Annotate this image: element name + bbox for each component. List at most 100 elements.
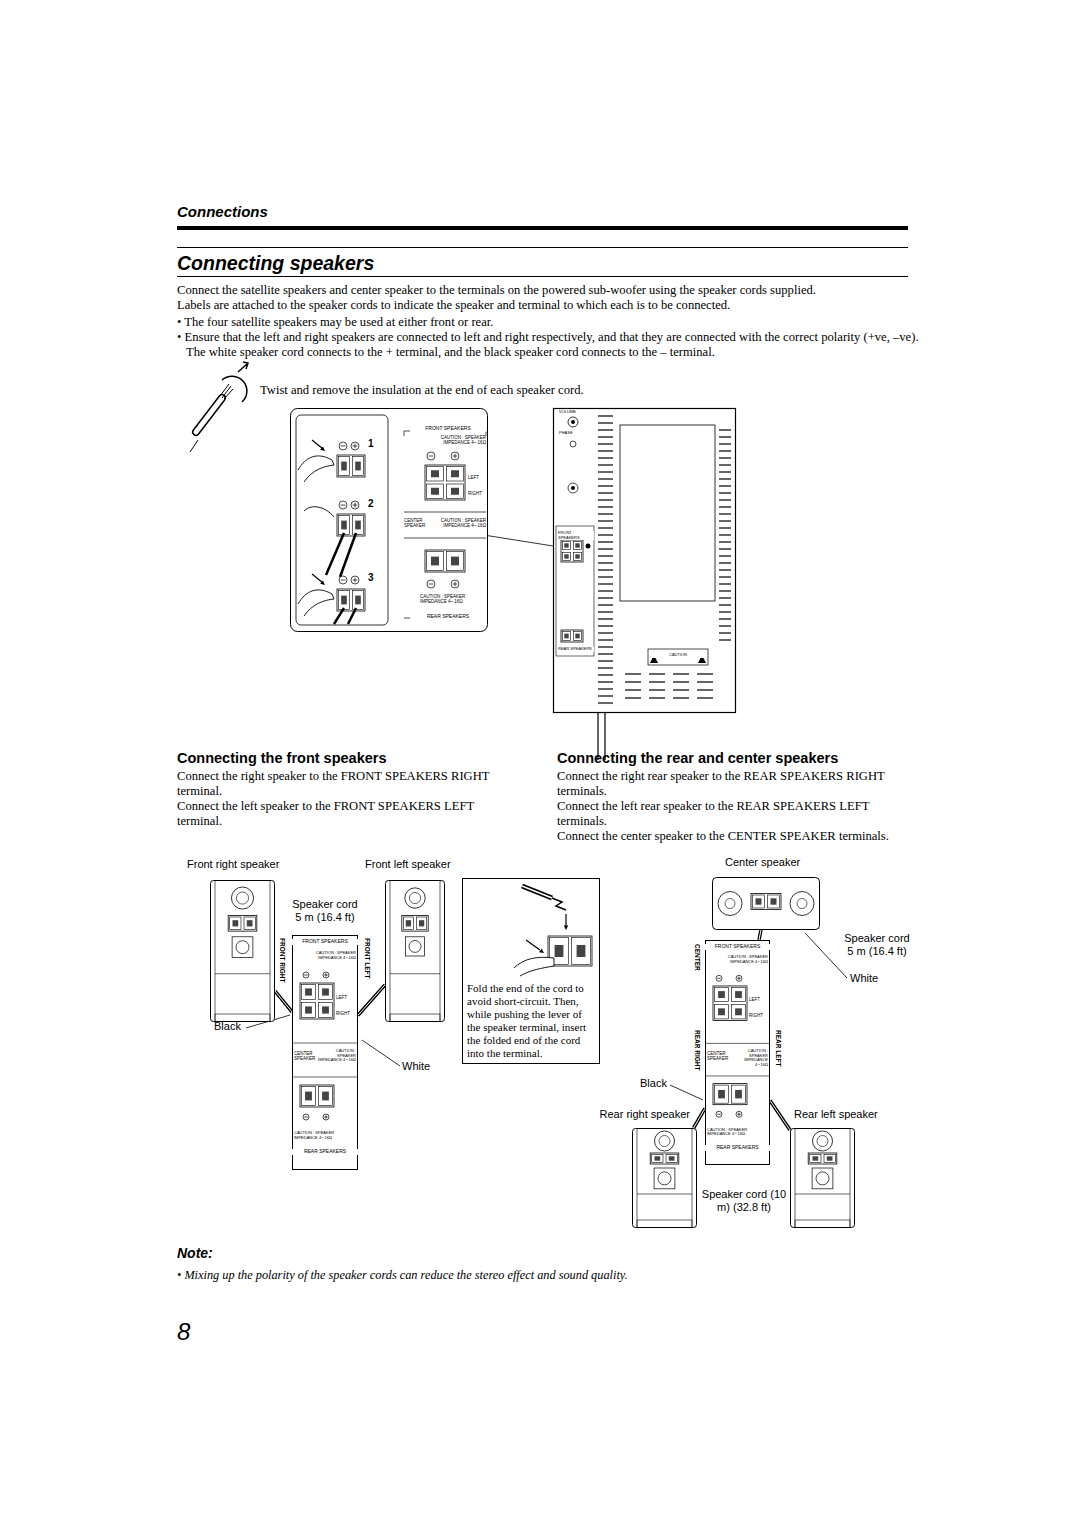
terminal-label: CENTER SPEAKER xyxy=(294,1051,318,1061)
speaker-name: Rear left speaker xyxy=(794,1108,878,1121)
twist-icon xyxy=(220,384,233,399)
phase-switch xyxy=(570,441,576,447)
node-outline xyxy=(712,877,820,930)
cabinet-edge xyxy=(637,1194,692,1195)
terminal-label: RIGHT xyxy=(749,1013,769,1018)
terminal-lever xyxy=(339,516,350,535)
grille-slot xyxy=(673,673,689,674)
arrowhead xyxy=(564,925,568,930)
terminal-hole xyxy=(735,1008,742,1015)
minus-symbol xyxy=(341,505,346,506)
grille-slot xyxy=(598,541,613,542)
terminal-hole xyxy=(669,1156,675,1160)
terminal-hole xyxy=(419,920,424,926)
zoom-line xyxy=(488,536,553,546)
leader-line xyxy=(362,1040,400,1066)
terminal-lever xyxy=(715,987,729,1001)
minus-symbol xyxy=(716,975,722,981)
terminal-lever xyxy=(244,917,255,930)
terminal-hole xyxy=(654,1156,660,1160)
terminal-block xyxy=(337,589,365,611)
speaker-cord xyxy=(358,985,385,1015)
terminal-lever xyxy=(715,1085,729,1103)
cabinet-base xyxy=(795,1220,850,1228)
grille-slot xyxy=(598,590,613,591)
terminal-lever xyxy=(572,938,591,965)
plus-symbol xyxy=(323,1114,329,1120)
grille-slot xyxy=(719,590,731,591)
terminal-hole xyxy=(718,991,725,998)
grille-slot xyxy=(598,674,613,675)
speaker-cord xyxy=(694,1108,705,1128)
instruction-text: Connect the left speaker to the FRONT SP… xyxy=(177,799,522,829)
grille-slot xyxy=(649,689,665,690)
terminal-lever xyxy=(353,516,364,535)
speaker-cord xyxy=(759,930,761,940)
mount-hole xyxy=(236,941,249,954)
grille-slot xyxy=(719,485,731,486)
speaker-port xyxy=(405,888,425,908)
grille-slot xyxy=(719,513,731,514)
node-outline xyxy=(790,1128,855,1228)
terminal-hole xyxy=(322,1092,329,1101)
plus-symbol xyxy=(355,444,356,449)
cord-tag: REAR LEFT xyxy=(774,1030,782,1066)
grille-slot xyxy=(598,527,613,528)
grille-slot xyxy=(719,471,731,472)
speaker-wire xyxy=(326,533,344,575)
finger xyxy=(298,456,334,482)
terminal-block xyxy=(650,1153,679,1164)
terminal-hole xyxy=(431,470,439,477)
grille-slot xyxy=(719,611,731,612)
terminal-block xyxy=(808,1153,837,1164)
grille-slot xyxy=(719,457,731,458)
terminal-hole xyxy=(305,988,312,995)
terminal-lever xyxy=(715,1005,729,1019)
terminal-label: CAUTION : SPEAKER IMPEDANCE 4∼16Ω xyxy=(294,1131,356,1140)
terminal-lever xyxy=(447,467,464,482)
terminal-panel: FRONT SPEAKERSCAUTION : SPEAKER IMPEDANC… xyxy=(705,940,770,1165)
minus-symbol xyxy=(716,1111,722,1117)
grille-slot xyxy=(598,436,613,437)
panel-divider xyxy=(706,1043,770,1044)
terminal-hole xyxy=(575,543,579,547)
grille-slot xyxy=(719,583,731,584)
terminal-area xyxy=(556,526,594,656)
plus-symbol xyxy=(355,503,356,508)
terminal-block xyxy=(300,983,334,1019)
group-bracket xyxy=(404,431,405,436)
terminal-label: LEFT xyxy=(468,475,486,480)
grille-slot xyxy=(719,506,731,507)
terminal-lever xyxy=(574,553,582,561)
terminal-hole xyxy=(735,1090,742,1098)
instruction-text: Twist and remove the insulation at the e… xyxy=(260,383,780,398)
plus-symbol xyxy=(355,578,356,583)
plus-symbol xyxy=(736,975,742,981)
speaker-cabinet xyxy=(386,881,445,1022)
grille-slot xyxy=(697,673,713,674)
speaker-box: Center speaker xyxy=(712,877,820,930)
grille-slot xyxy=(598,562,613,563)
insert-arrow xyxy=(565,914,566,926)
cord-tag: FRONT LEFT xyxy=(363,938,371,978)
grille-slot xyxy=(598,667,613,668)
finger xyxy=(514,957,554,976)
wire-color: White xyxy=(850,972,878,985)
terminal-hole xyxy=(431,557,439,566)
note-text: • Mixing up the polarity of the speaker … xyxy=(177,1268,917,1283)
terminal-hole xyxy=(322,988,329,995)
arrowhead xyxy=(539,949,544,953)
terminal-lever xyxy=(563,632,571,641)
grille-slot xyxy=(598,506,613,507)
grille-slot xyxy=(697,681,713,682)
terminal-lever xyxy=(353,591,364,610)
grille-slot xyxy=(719,429,731,430)
terminal-block xyxy=(228,916,257,932)
terminal-panel: FRONT SPEAKERSCAUTION : SPEAKER IMPEDANC… xyxy=(292,935,358,1170)
speaker-port xyxy=(236,892,248,904)
grille-slot xyxy=(697,689,713,690)
grille-slot xyxy=(598,464,613,465)
terminal-hole xyxy=(341,462,347,471)
twist-icon xyxy=(196,398,222,432)
